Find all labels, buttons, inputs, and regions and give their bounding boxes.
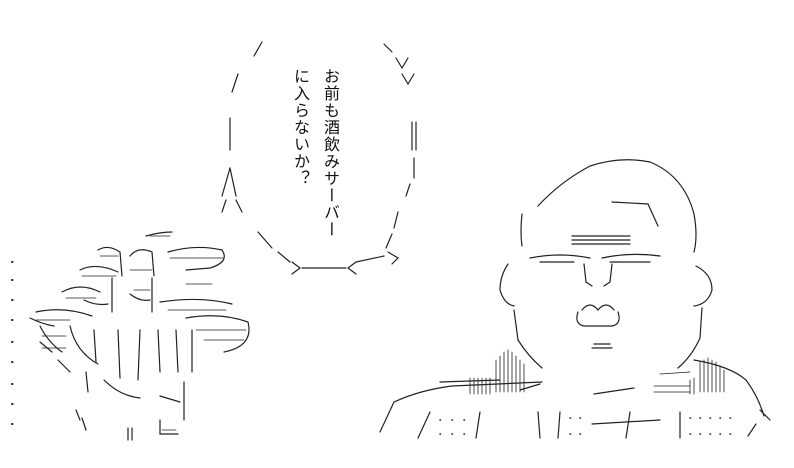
dot-column [11,261,14,425]
man-shirt-dots [439,417,732,435]
man-character [379,159,771,439]
speech-line-2: に入らないか？ [291,68,310,187]
man-collar-hatching [469,349,725,395]
hand-hatching [35,235,247,431]
hand-character [29,231,250,441]
speech-bubble [221,41,417,275]
speech-line-1: お前も酒飲みサーバー [321,68,340,238]
